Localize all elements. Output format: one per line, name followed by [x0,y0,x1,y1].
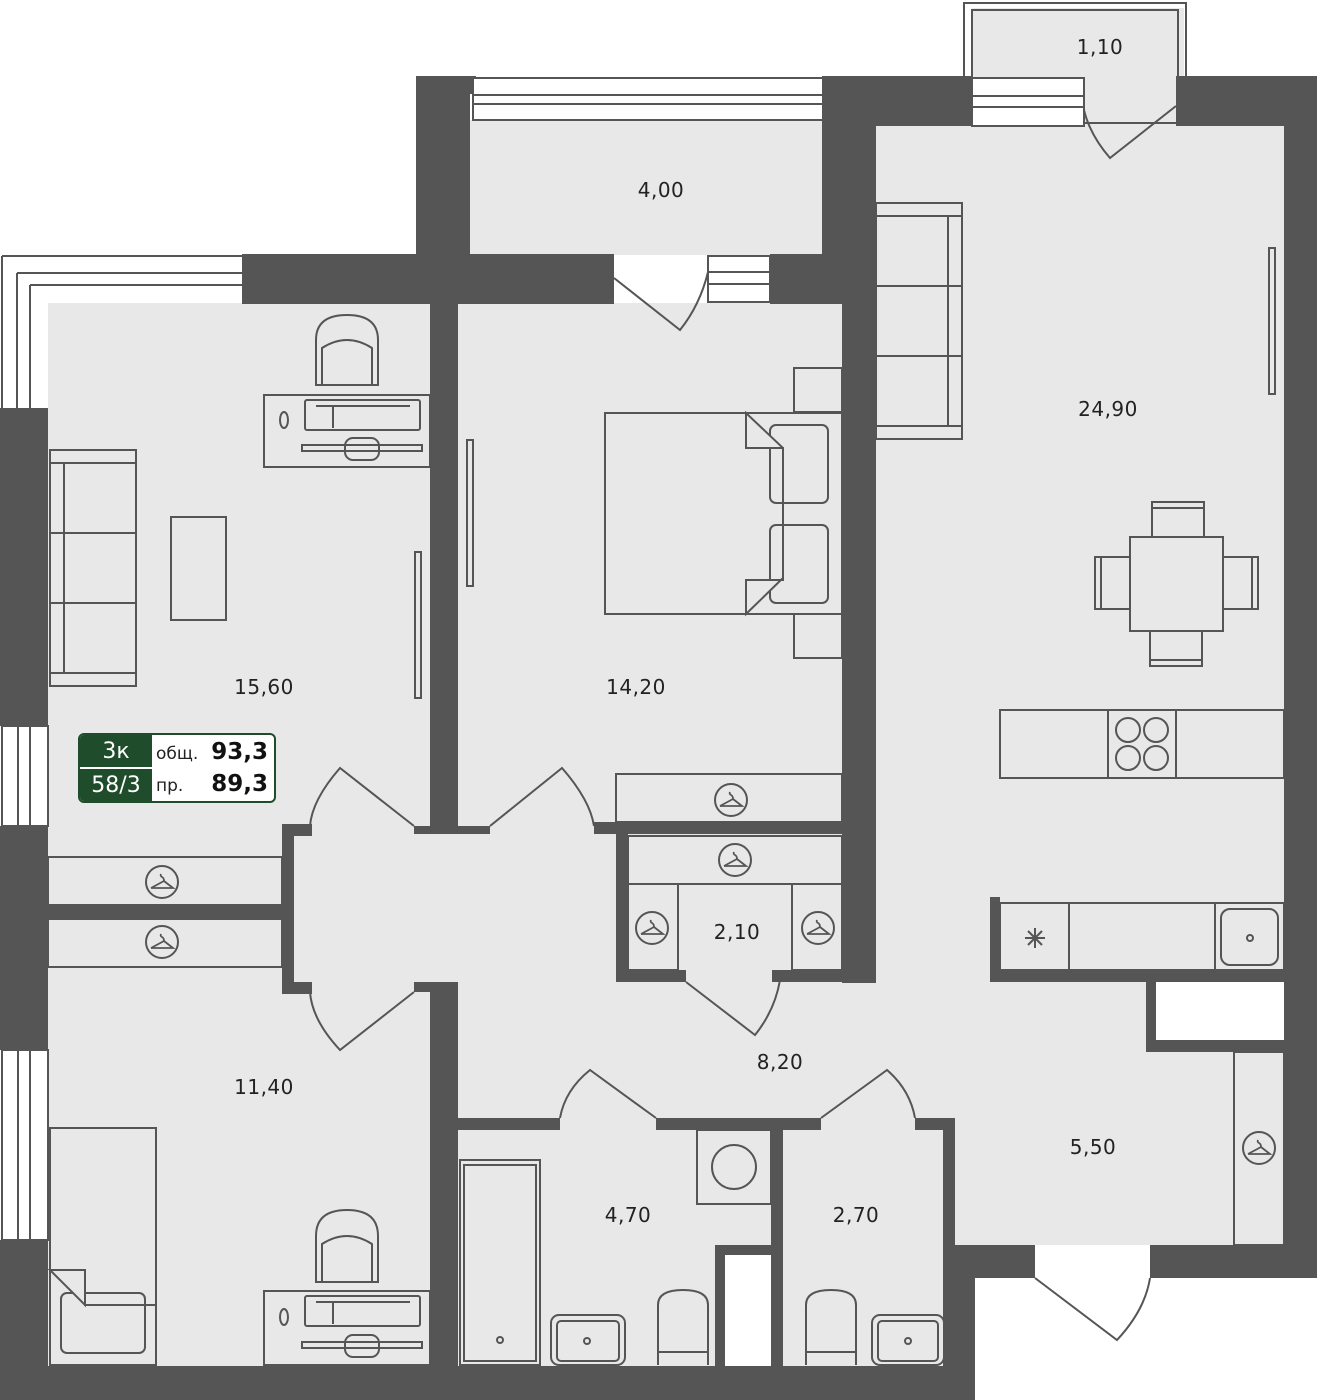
total-area-label: общ. [156,744,199,764]
door-entrance [1034,1277,1151,1342]
door-loggia [613,271,709,332]
bathtub [459,1159,541,1366]
shaft [1156,982,1284,1040]
wardrobe-children [47,918,283,968]
shaft-bath [725,1255,771,1366]
sofa-kitchen [875,202,963,440]
area-label-bedroom: 14,20 [606,675,666,699]
living-area-label: пр. [156,776,184,796]
dining-table [1094,501,1259,667]
toilet-wc [805,1288,857,1365]
wardrobe-walkin-right [791,883,843,971]
coffee-table [170,516,227,621]
door-toilet [820,1068,916,1119]
total-area-row: общ. 93,3 [156,736,268,768]
toilet-bath [657,1288,709,1365]
area-label-loggia: 4,00 [637,178,685,202]
floor-hall-left [290,830,460,990]
bed-double [604,367,843,659]
desk-children [263,1208,431,1366]
windows[interactable] [1,77,1085,1241]
tv-living [414,551,422,699]
apartment-info-badge: 3к 58/3 общ. 93,3 пр. 89,3 [78,733,276,803]
door-bedroom [489,766,595,827]
kitchen-counter-bottom [999,902,1285,971]
washing-machine [696,1129,772,1205]
window-kitchen[interactable] [971,77,1085,127]
sink-bath [550,1314,626,1366]
area-label-balcony: 1,10 [1076,35,1124,59]
tv-bedroom [466,439,474,587]
area-label-hallway: 8,20 [756,1050,804,1074]
floor-loggia [470,120,822,255]
room-count: 3к [80,735,152,769]
door-balcony [1083,105,1177,160]
window-bedroom[interactable] [707,255,771,303]
window-corner[interactable] [1,255,242,408]
wardrobe-walkin-left [627,883,679,971]
unit-number: 58/3 [91,772,141,798]
sofa-living [49,449,137,687]
kitchen-counter-top [999,709,1285,779]
walls [0,76,1317,1400]
area-label-kitchen-living: 24,90 [1078,397,1138,421]
doors[interactable] [309,105,1177,1342]
living-area-value: 89,3 [211,771,268,797]
total-area-value: 93,3 [211,739,268,765]
wardrobe-entrance [1233,1051,1285,1246]
badge-type-block: 3к 58/3 [80,735,152,801]
floor-hallway [430,980,950,1125]
door-living [309,766,415,827]
floor-bath [458,1125,948,1370]
desk-living [263,313,431,468]
area-label-wardrobe: 2,10 [713,920,761,944]
area-label-entrance-hall: 5,50 [1069,1135,1117,1159]
furniture [47,202,1285,1366]
window-living[interactable] [1,725,49,827]
wardrobe-bedroom [615,773,843,823]
area-label-children-room: 11,40 [234,1075,294,1099]
window-loggia[interactable] [472,77,824,121]
bed-single [47,1127,157,1366]
badge-area-block: общ. 93,3 пр. 89,3 [152,735,274,801]
area-label-toilet: 2,70 [832,1203,880,1227]
wardrobe-walkin-top [627,835,843,885]
wardrobe-living [47,856,283,906]
door-bath [559,1068,657,1119]
tv-kitchen [1268,247,1276,395]
door-children [309,991,415,1052]
sink-wc [871,1314,945,1366]
area-label-living-room: 15,60 [234,675,294,699]
fridge-icon [1025,928,1045,948]
area-label-bathroom: 4,70 [604,1203,652,1227]
door-wardrobe [685,979,781,1037]
window-children[interactable] [1,1049,49,1241]
living-area-row: пр. 89,3 [156,768,268,800]
